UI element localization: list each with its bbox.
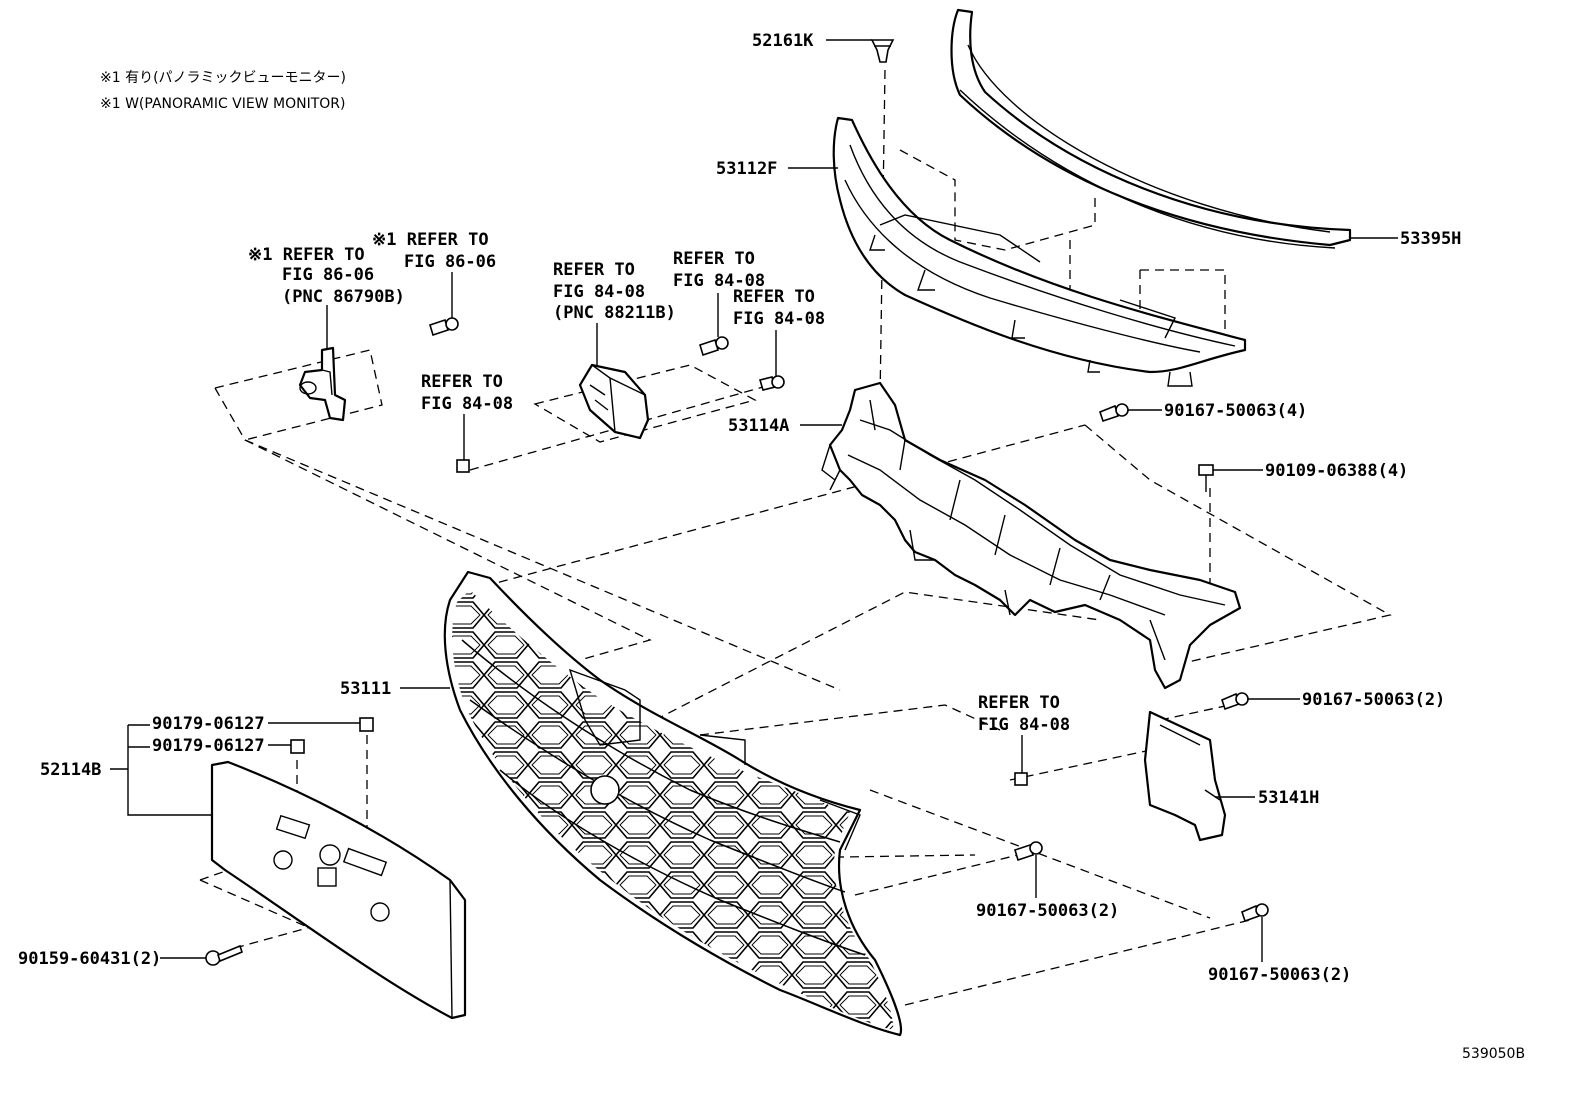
- fasteners: [205, 317, 1269, 966]
- note-line-en: ※1 W(PANORAMIC VIEW MONITOR): [100, 96, 346, 112]
- bolt-icon: [1014, 841, 1043, 862]
- ref-clip-left: REFER TO FIG 84-08: [421, 372, 513, 414]
- bolt-icon: [1221, 692, 1249, 711]
- ref-clip-right: REFER TO FIG 84-08: [978, 693, 1070, 735]
- svg-text:REFER TO: REFER TO: [978, 693, 1060, 713]
- svg-text:REFER TO: REFER TO: [673, 249, 755, 269]
- label-90167-50063-2-bottom: 90167-50063(2): [1208, 965, 1351, 985]
- nut-icon: [290, 739, 305, 754]
- label-90109-06388-4: 90109-06388(4): [1265, 461, 1408, 481]
- bolt-icon: [699, 336, 729, 357]
- svg-text:FIG 84-08: FIG 84-08: [553, 282, 645, 302]
- bolt-icon: [1099, 403, 1129, 423]
- bolt-icon: [758, 375, 785, 391]
- bracket-53141h: [1143, 710, 1227, 842]
- svg-text:REFER TO: REFER TO: [553, 260, 635, 280]
- reference-callouts: ※1 REFER TO FIG 86-06 (PNC 86790B) ※1 RE…: [248, 230, 1070, 735]
- svg-text:REFER TO: REFER TO: [733, 287, 815, 307]
- ref-camera-bolt: ※1 REFER TO FIG 86-06: [372, 230, 496, 272]
- screw-icon: [205, 944, 243, 966]
- bolt-icon: [1241, 903, 1269, 923]
- svg-text:FIG 86-06: FIG 86-06: [404, 252, 496, 272]
- label-53112f: 53112F: [716, 159, 777, 179]
- label-53114a: 53114A: [728, 416, 789, 436]
- bolt-icon: [429, 317, 459, 337]
- svg-text:(PNC 86790B): (PNC 86790B): [282, 287, 405, 307]
- label-53141h: 53141H: [1258, 788, 1319, 808]
- svg-text:FIG 84-08: FIG 84-08: [673, 271, 765, 291]
- clip-icon: [456, 459, 470, 473]
- label-52161k: 52161K: [752, 31, 814, 51]
- svg-text:FIG 86-06: FIG 86-06: [282, 265, 374, 285]
- label-90167-50063-4: 90167-50063(4): [1164, 401, 1307, 421]
- label-53395h: 53395H: [1400, 229, 1461, 249]
- label-53111: 53111: [340, 679, 391, 699]
- label-52114b: 52114B: [40, 760, 101, 780]
- svg-text:FIG 84-08: FIG 84-08: [733, 309, 825, 329]
- svg-text:※1 REFER TO: ※1 REFER TO: [372, 230, 489, 250]
- radiator-grille-53111: [443, 570, 903, 1037]
- ref-sensor-bolt-2: REFER TO FIG 84-08: [733, 287, 825, 329]
- svg-text:(PNC 88211B): (PNC 88211B): [553, 303, 676, 323]
- clip-icon: [1014, 772, 1028, 786]
- label-90167-50063-2-right: 90167-50063(2): [1302, 690, 1445, 710]
- license-plate-bracket-52114b: [210, 760, 467, 1020]
- grille-upper-53112f: [832, 116, 1247, 387]
- ref-camera: ※1 REFER TO FIG 86-06 (PNC 86790B): [248, 245, 405, 307]
- svg-text:REFER TO: REFER TO: [421, 372, 503, 392]
- label-90179-06127-upper: 90179-06127: [152, 714, 265, 734]
- emblem-mount-icon: [590, 775, 620, 805]
- leader-lines: [110, 39, 1398, 962]
- ref-sensor: REFER TO FIG 84-08 (PNC 88211B): [553, 260, 676, 323]
- note-line-jp: ※1 有り(パノラミックビューモニター): [100, 70, 346, 86]
- svg-text:※1 REFER TO: ※1 REFER TO: [248, 245, 365, 265]
- svg-text:FIG 84-08: FIG 84-08: [421, 394, 513, 414]
- assembly-dashed-lines: [199, 69, 1392, 1006]
- sensor-module: [578, 363, 650, 440]
- reinforcement-53114a: [821, 381, 1242, 690]
- retainer-clip-52161k: [870, 39, 895, 63]
- ref-sensor-bolt-1: REFER TO FIG 84-08: [673, 249, 765, 291]
- nut-icon: [359, 717, 374, 732]
- label-90179-06127-lower: 90179-06127: [152, 736, 265, 756]
- note-block: ※1 有り(パノラミックビューモニター) ※1 W(PANORAMIC VIEW…: [100, 70, 346, 112]
- camera-assembly: [298, 346, 347, 422]
- figure-number: 539050B: [1462, 1046, 1525, 1062]
- svg-text:FIG 84-08: FIG 84-08: [978, 715, 1070, 735]
- label-90167-50063-2-center: 90167-50063(2): [976, 901, 1119, 921]
- screw-icon: [1198, 464, 1214, 492]
- upper-molding-53395h: [950, 8, 1352, 249]
- label-90159-60431-2: 90159-60431(2): [18, 949, 161, 969]
- part-labels: 52161K 53112F 53395H 53114A 90167-50063(…: [18, 31, 1461, 985]
